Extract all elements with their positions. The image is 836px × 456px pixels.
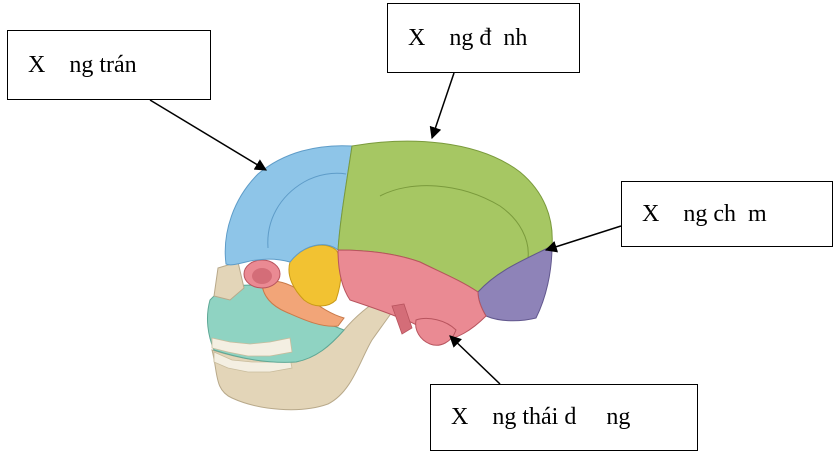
frontal-bone bbox=[225, 146, 352, 265]
arrow-frontal bbox=[150, 100, 266, 170]
label-parietal-bone: X ng đ nh bbox=[387, 3, 580, 73]
arrow-occipital bbox=[546, 226, 621, 250]
arrow-temporal bbox=[450, 336, 500, 384]
label-frontal-bone: X ng trán bbox=[7, 30, 211, 100]
label-occipital-bone: X ng ch m bbox=[621, 181, 833, 247]
arrow-parietal bbox=[432, 73, 454, 138]
orbit-inner bbox=[252, 268, 272, 284]
label-temporal-bone: X ng thái d ng bbox=[430, 384, 698, 451]
